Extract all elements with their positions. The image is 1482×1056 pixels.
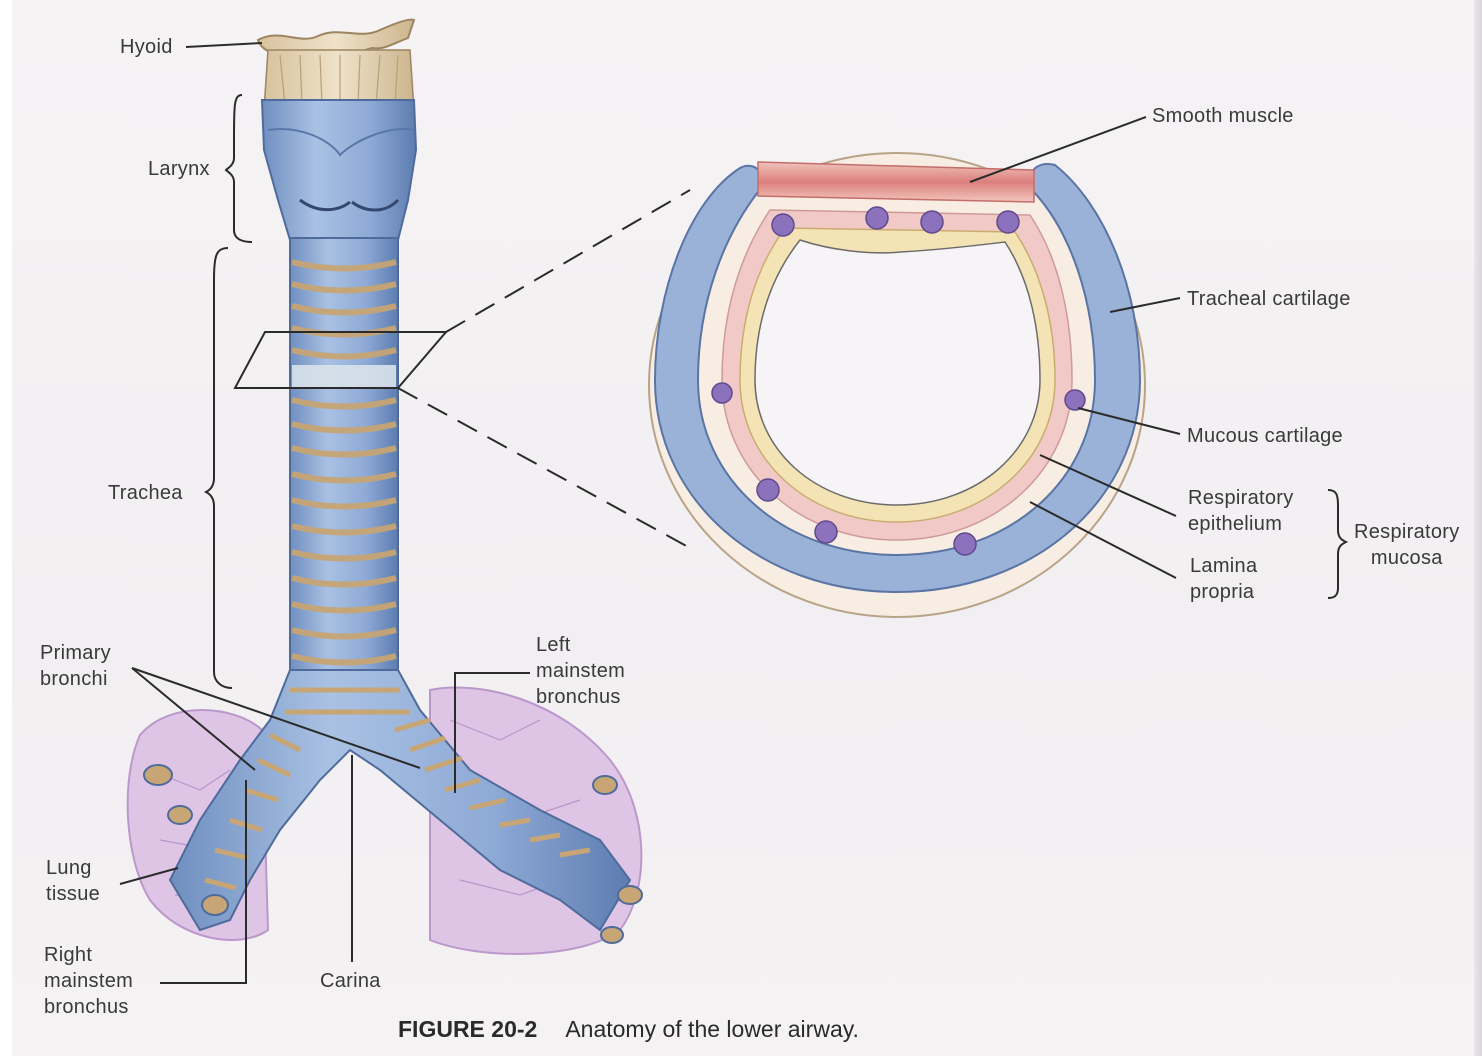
label-smooth-muscle: Smooth muscle: [1152, 103, 1294, 129]
larynx-structure: [262, 50, 416, 240]
label-carina: Carina: [320, 968, 381, 994]
label-respiratory-epithelium: Respiratory epithelium: [1188, 485, 1294, 537]
trachea-tube: [290, 238, 398, 670]
label-trachea: Trachea: [108, 480, 183, 506]
zoom-leader-top: [446, 190, 690, 332]
label-lamina-propria: Lamina propria: [1190, 553, 1257, 605]
tracheal-cross-section: [649, 153, 1145, 617]
label-respiratory-mucosa: Respiratory mucosa: [1354, 519, 1460, 571]
label-left-mainstem-bronchus: Left mainstem bronchus: [536, 632, 625, 710]
figure-number: FIGURE 20-2: [398, 1016, 537, 1042]
label-larynx: Larynx: [148, 156, 210, 182]
label-lung-tissue: Lung tissue: [46, 855, 100, 907]
label-mucous-cartilage: Mucous cartilage: [1187, 423, 1343, 449]
label-hyoid: Hyoid: [120, 34, 173, 60]
label-primary-bronchi: Primary bronchi: [40, 640, 111, 692]
figure-caption-text: Anatomy of the lower airway.: [565, 1016, 859, 1042]
figure-caption: FIGURE 20-2 Anatomy of the lower airway.: [398, 1016, 859, 1043]
label-tracheal-cartilage: Tracheal cartilage: [1187, 286, 1351, 312]
label-right-mainstem-bronchus: Right mainstem bronchus: [44, 942, 133, 1020]
zoom-leader-bottom: [398, 388, 690, 548]
